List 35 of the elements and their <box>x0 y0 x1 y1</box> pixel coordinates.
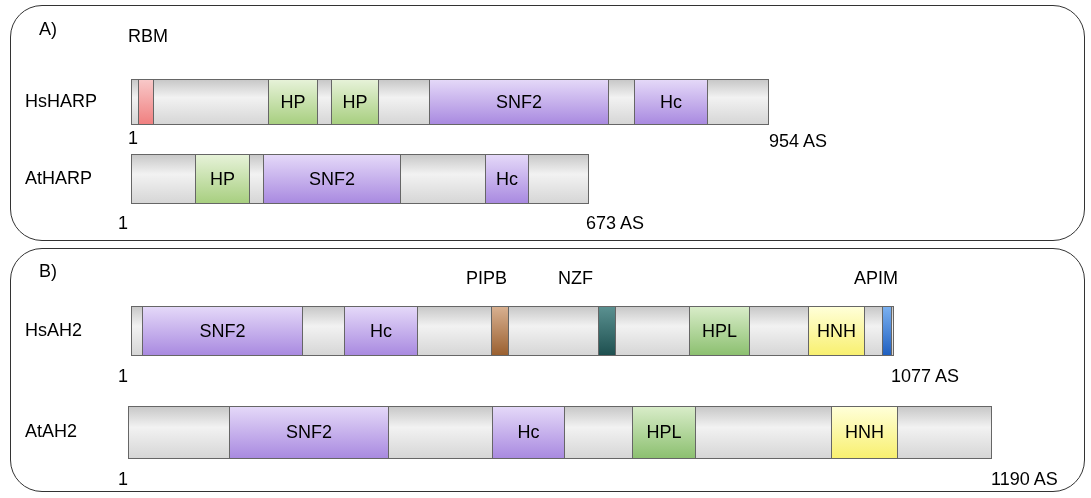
domain-segment: HNH <box>831 406 898 459</box>
domain-label: APIM <box>854 268 898 288</box>
protein-name: HsHARP <box>25 91 97 111</box>
domain-segment: HP <box>195 154 250 204</box>
domain-segment: HPL <box>689 306 750 356</box>
domain-segment: Hc <box>485 154 529 204</box>
domain-segment: SNF2 <box>263 154 401 204</box>
protein-name: AtAH2 <box>25 421 78 441</box>
position-label: 673 AS <box>586 213 645 233</box>
domain-segment: Hc <box>344 306 418 356</box>
domain-label: RBM <box>128 26 168 46</box>
position-label: 1077 AS <box>891 366 960 386</box>
panel-label: B) <box>39 261 57 281</box>
domain-segment: Hc <box>492 406 565 459</box>
domain-label: NZF <box>558 268 593 288</box>
domain-segment: HP <box>331 79 379 125</box>
position-label: 1 <box>118 213 128 233</box>
position-label: 1 <box>128 128 138 148</box>
domain-segment: HP <box>268 79 318 125</box>
position-label: 954 AS <box>769 131 828 151</box>
panel-label: A) <box>39 19 57 39</box>
domain-segment: HPL <box>632 406 696 459</box>
panel-frame <box>10 248 1085 492</box>
domain-segment: HNH <box>808 306 865 356</box>
domain-label: PIPB <box>466 268 508 288</box>
position-label: 1 <box>118 366 128 386</box>
protein-name: AtHARP <box>25 168 93 188</box>
position-label: 1 <box>118 469 128 489</box>
protein-name: HsAH2 <box>25 320 82 340</box>
domain-segment: SNF2 <box>229 406 389 459</box>
domain-segment: SNF2 <box>142 306 303 356</box>
position-label: 1190 AS <box>991 469 1058 489</box>
domain-segment: Hc <box>634 79 708 125</box>
domain-segment: SNF2 <box>429 79 609 125</box>
panel-frame <box>10 5 1085 241</box>
